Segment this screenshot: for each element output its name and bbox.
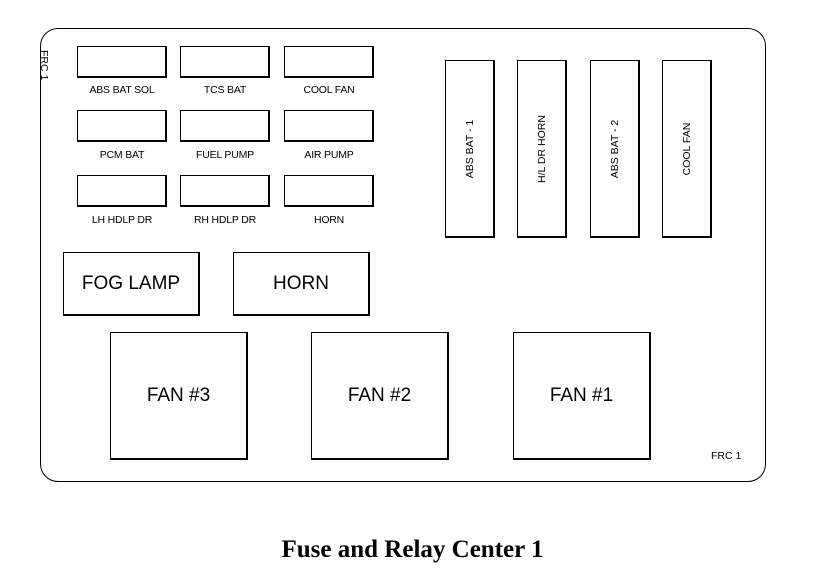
relay-fan-2: FAN #2 [311, 332, 449, 460]
relay-label: FAN #2 [347, 384, 412, 406]
mini-fuse-label: ABS BAT SOL [89, 84, 155, 96]
mini-fuse-label: COOL FAN [303, 84, 355, 96]
mini-fuse-label: LH HDLP DR [91, 214, 153, 226]
relay-fog-lamp: FOG LAMP [63, 252, 200, 316]
mini-fuse-rh-hdlp-dr [180, 175, 270, 207]
relay-label: FAN #1 [549, 384, 614, 406]
mini-fuse-label: PCM BAT [99, 149, 145, 161]
maxi-fuse-label: COOL FAN [680, 122, 693, 175]
mini-fuse-air-pump [284, 110, 374, 142]
relay-label: FAN #3 [146, 384, 211, 406]
mini-fuse-abs-bat-sol [77, 46, 167, 78]
mini-fuse-pcm-bat [77, 110, 167, 142]
panel-side-label: FRC 1 [38, 50, 50, 81]
mini-fuse-cool-fan [284, 46, 374, 78]
relay-fan-1: FAN #1 [513, 332, 651, 460]
mini-fuse-label: HORN [313, 214, 345, 226]
relay-label: HORN [273, 272, 329, 294]
maxi-fuse-label: ABS BAT - 1 [463, 119, 476, 178]
maxi-fuse-hl-dr-horn: H/L DR HORN [517, 60, 567, 238]
panel-corner-label: FRC 1 [711, 450, 742, 462]
mini-fuse-label: AIR PUMP [304, 149, 354, 161]
fuse-relay-panel [40, 28, 766, 482]
relay-label: FOG LAMP [81, 272, 181, 294]
relay-horn: HORN [233, 252, 370, 316]
mini-fuse-tcs-bat [180, 46, 270, 78]
maxi-fuse-label: H/L DR HORN [535, 114, 548, 183]
diagram-caption: Fuse and Relay Center 1 [281, 536, 544, 563]
maxi-fuse-cool-fan: COOL FAN [662, 60, 712, 238]
maxi-fuse-abs-bat-1: ABS BAT - 1 [445, 60, 495, 238]
mini-fuse-label: TCS BAT [203, 84, 247, 96]
mini-fuse-label: FUEL PUMP [196, 149, 254, 161]
maxi-fuse-label: ABS BAT - 2 [608, 119, 621, 178]
mini-fuse-label: RH HDLP DR [194, 214, 256, 226]
mini-fuse-lh-hdlp-dr [77, 175, 167, 207]
mini-fuse-fuel-pump [180, 110, 270, 142]
maxi-fuse-abs-bat-2: ABS BAT - 2 [590, 60, 640, 238]
mini-fuse-horn [284, 175, 374, 207]
relay-fan-3: FAN #3 [110, 332, 248, 460]
